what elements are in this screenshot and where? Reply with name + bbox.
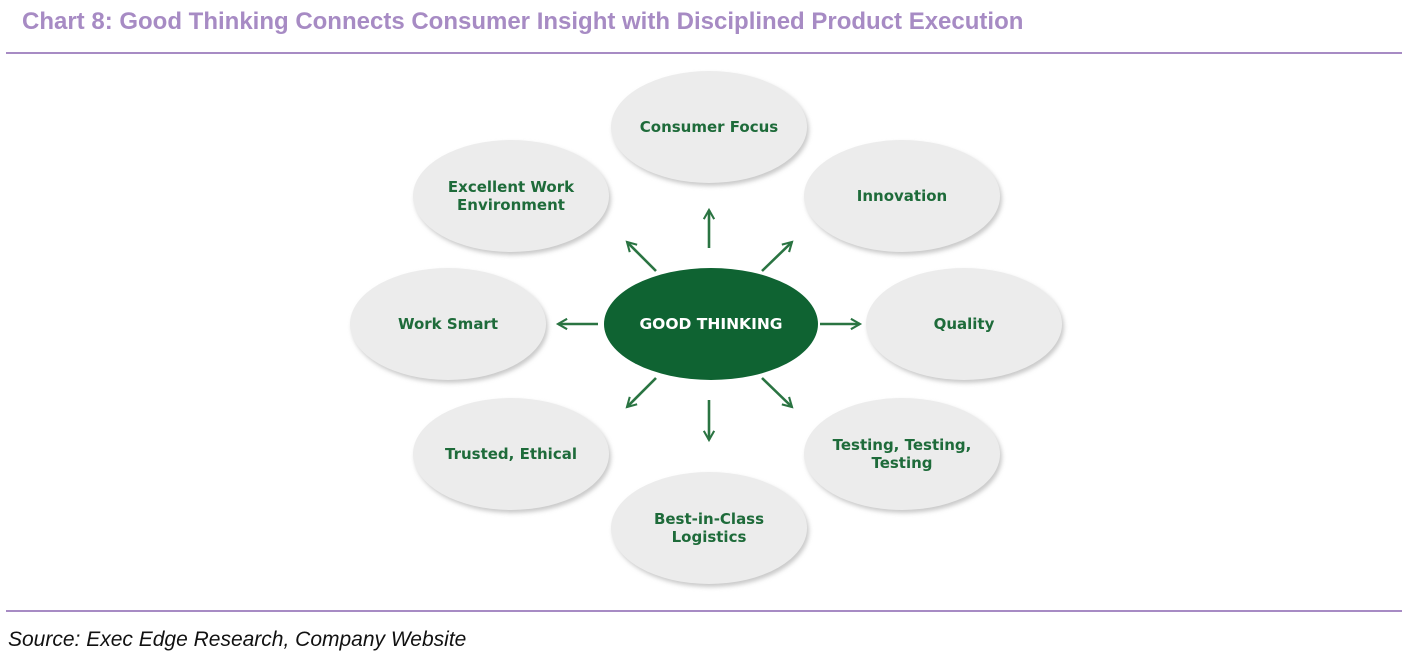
source-note: Source: Exec Edge Research, Company Webs… bbox=[8, 628, 467, 651]
node-ellipse bbox=[350, 268, 546, 380]
arrow-down-right-icon bbox=[761, 377, 794, 409]
node-ellipse bbox=[804, 398, 1000, 510]
node-ellipse bbox=[611, 71, 807, 183]
node-ellipse bbox=[413, 140, 609, 252]
node-label: Testing bbox=[871, 454, 932, 472]
node-ellipse bbox=[413, 398, 609, 510]
node-label: Work Smart bbox=[398, 315, 498, 333]
node-quality: Quality bbox=[866, 268, 1064, 383]
node-label: Testing, Testing, bbox=[833, 436, 972, 454]
node-label: Innovation bbox=[857, 187, 947, 205]
node-label: Logistics bbox=[672, 528, 747, 546]
node-ellipse bbox=[866, 268, 1062, 380]
center-ellipse bbox=[604, 268, 818, 380]
title-divider bbox=[6, 52, 1402, 54]
node-work-smart: Work Smart bbox=[350, 268, 548, 383]
node-label: Excellent Work bbox=[448, 178, 575, 196]
center-label: GOOD THINKING bbox=[639, 315, 782, 333]
node-innovation: Innovation bbox=[804, 140, 1002, 255]
arrow-up-left-icon bbox=[625, 240, 657, 272]
node-testing: Testing, Testing,Testing bbox=[804, 398, 1002, 513]
node-label: Trusted, Ethical bbox=[445, 445, 577, 463]
node-ellipse bbox=[611, 472, 807, 584]
node-ellipse bbox=[804, 140, 1000, 252]
center-node: GOOD THINKING bbox=[604, 268, 818, 380]
node-label: Quality bbox=[934, 315, 995, 333]
node-consumer-focus: Consumer Focus bbox=[611, 71, 809, 186]
arrow-up-right-icon bbox=[761, 240, 794, 272]
node-label: Environment bbox=[457, 196, 565, 214]
node-label: Consumer Focus bbox=[640, 118, 779, 136]
node-trusted-ethical: Trusted, Ethical bbox=[413, 398, 611, 513]
footer-divider bbox=[6, 610, 1402, 612]
node-label: Best-in-Class bbox=[654, 510, 764, 528]
arrow-down-left-icon bbox=[625, 377, 657, 409]
page-title: Chart 8: Good Thinking Connects Consumer… bbox=[22, 8, 1024, 35]
